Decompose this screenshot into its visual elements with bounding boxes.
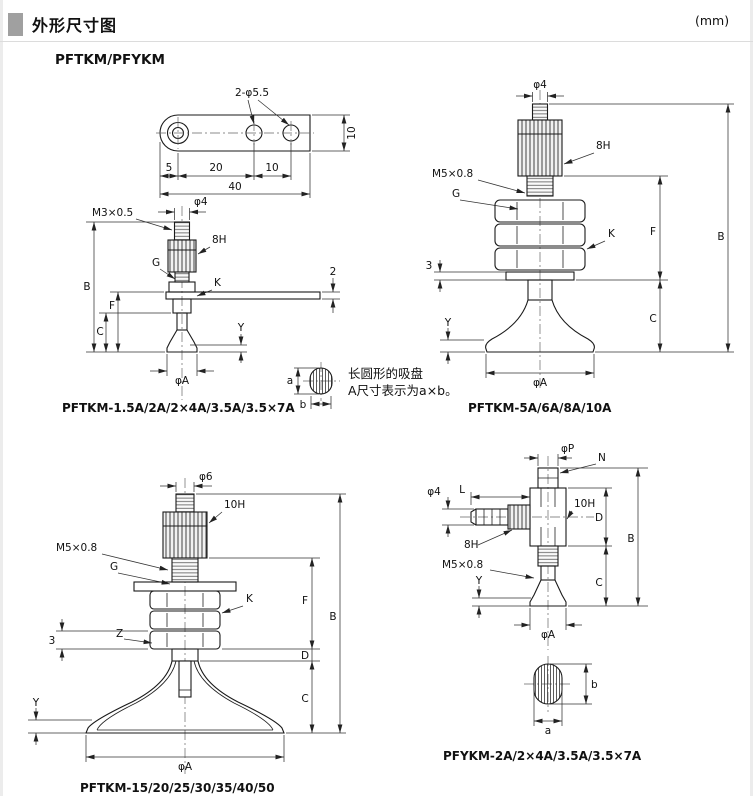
- dim-label-3: 3: [49, 635, 56, 647]
- dim-label-c: C: [649, 313, 656, 325]
- dim-label-phi-p: φP: [561, 443, 574, 455]
- caption-pftkm-large: PFTKM-15/20/25/30/35/40/50: [80, 781, 275, 795]
- dim-label-f: F: [109, 300, 115, 312]
- dim-label-g: G: [152, 257, 160, 269]
- dim-label-phi-a: φA: [178, 761, 193, 773]
- caption-pftkm-medium: PFTKM-5A/6A/8A/10A: [468, 401, 612, 415]
- dim-label-z: Z: [116, 628, 123, 640]
- dim-label-phi4: φ4: [194, 196, 208, 208]
- page-right-edge: [750, 0, 753, 796]
- note-line-2: A尺寸表示为a×b。: [348, 383, 458, 398]
- dim-label-20: 20: [209, 162, 222, 174]
- dim-label-40: 40: [228, 181, 241, 193]
- dim-label-10: 10: [265, 162, 278, 174]
- dim-label-y: Y: [237, 322, 245, 334]
- dim-label-3: 3: [426, 260, 433, 272]
- dim-label-phi6: φ6: [199, 471, 213, 483]
- dim-label-l: L: [459, 484, 465, 496]
- dim-label-f: F: [302, 595, 308, 607]
- header-marker-square: [8, 13, 23, 36]
- dim-label-b: B: [717, 231, 724, 243]
- dim-label-k: K: [608, 228, 616, 240]
- dim-label-g: G: [452, 188, 460, 200]
- header-divider: [0, 41, 753, 42]
- dim-label-c: C: [301, 693, 308, 705]
- dim-label-oval-b: b: [591, 679, 598, 691]
- caption-pftkm-small: PFTKM-1.5A/2A/2×4A/3.5A/3.5×7A: [62, 401, 295, 415]
- bracket-top-view: 2-φ5.5 10 5 20 10 40: [156, 87, 358, 198]
- dim-label-phi4: φ4: [533, 79, 547, 91]
- thread-spec-label: M3×0.5: [92, 207, 133, 219]
- dim-label-phi-a: φA: [541, 629, 556, 641]
- page-left-edge: [0, 0, 3, 796]
- dim-label-y: Y: [32, 697, 40, 709]
- thread-spec-label: M5×0.8: [432, 168, 473, 180]
- dim-label-b: b: [300, 399, 307, 411]
- oblong-pad-note-icon: a b: [287, 362, 340, 411]
- knurl-label: 8H: [596, 140, 611, 152]
- note-line-1: 长圆形的吸盘: [348, 366, 424, 381]
- dim-label-k: K: [214, 277, 222, 289]
- dim-label-oval-a: a: [545, 725, 551, 737]
- knurl-label: 8H: [212, 234, 227, 246]
- pftkm-bigcup-side-view: φ6 10H M5×0.8 G K Z: [28, 471, 346, 774]
- dim-label-d: D: [301, 650, 309, 662]
- dim-label-n: N: [598, 452, 606, 464]
- oblong-pad-note: 长圆形的吸盘 A尺寸表示为a×b。: [348, 365, 458, 399]
- dim-label-a: a: [287, 375, 293, 387]
- dim-label-y: Y: [475, 575, 483, 587]
- page-title: 外形尺寸图: [32, 16, 118, 35]
- dim-label-b: B: [329, 611, 336, 623]
- dim-label-b: B: [83, 281, 90, 293]
- dim-label-holes: 2-φ5.5: [235, 87, 269, 99]
- dim-label-d: D: [595, 512, 603, 524]
- pftkm-large-side-view: φ4 8H M5×0.8 G K 3: [426, 79, 734, 389]
- dim-label-b: B: [627, 533, 634, 545]
- knurl-label-10h: 10H: [574, 498, 595, 510]
- dim-label-c: C: [96, 326, 103, 338]
- knurl-label-8h: 8H: [464, 539, 479, 551]
- dim-label-phi-a: φA: [533, 377, 548, 389]
- caption-pfykm: PFYKM-2A/2×4A/3.5A/3.5×7A: [443, 749, 642, 763]
- unit-label: (mm): [695, 13, 730, 28]
- dim-label-phi-a: φA: [175, 375, 190, 387]
- dim-label-f: F: [650, 226, 656, 238]
- thread-spec-label: M5×0.8: [56, 542, 97, 554]
- knurl-label: 10H: [224, 499, 245, 511]
- pftkm-small-side-view: φ4 M3×0.5 8H G K 2 B: [83, 196, 340, 400]
- dim-label-arm-thickness: 2: [330, 266, 337, 278]
- pfykm-elbow-side-view: φP N 10H φ4 L 8H M5×0.8: [427, 443, 648, 737]
- dim-label-g: G: [110, 561, 118, 573]
- dim-label-5: 5: [166, 162, 173, 174]
- dim-label-k: K: [246, 593, 254, 605]
- dim-label-plate-height: 10: [346, 126, 358, 139]
- dim-label-y: Y: [444, 317, 452, 329]
- dim-label-phi4: φ4: [427, 486, 441, 498]
- series-subtitle: PFTKM/PFYKM: [55, 52, 165, 68]
- dim-label-c: C: [595, 577, 602, 589]
- thread-spec-label: M5×0.8: [442, 559, 483, 571]
